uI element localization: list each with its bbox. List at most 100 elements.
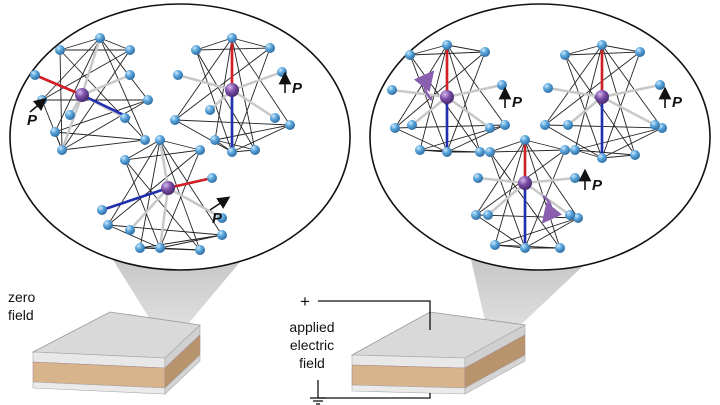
octahedron-unit xyxy=(170,33,295,157)
octahedron-unit xyxy=(471,135,583,253)
oxygen-atom xyxy=(191,45,201,55)
polarization-arrow-right-3: P xyxy=(578,168,603,194)
oxygen-atom xyxy=(597,153,607,163)
oxygen-atom xyxy=(520,243,530,253)
oxygen-atom xyxy=(540,120,550,130)
oxygen-atom xyxy=(480,47,490,57)
svg-text:P: P xyxy=(292,80,303,97)
rotation-arrow xyxy=(541,195,563,224)
oxygen-atom xyxy=(57,145,67,155)
oxygen-atom xyxy=(635,47,645,57)
oxygen-atom xyxy=(50,127,60,137)
plus-sign: + xyxy=(300,292,310,311)
polarization-arrow-right-1: P xyxy=(498,86,523,111)
oxygen-atom xyxy=(285,120,295,130)
left-zoom-bubble xyxy=(9,3,351,271)
polarization-arrow-left-3: P xyxy=(209,196,231,227)
oxygen-atom xyxy=(597,40,607,50)
oxygen-atom xyxy=(155,243,165,253)
oxygen-atom xyxy=(650,120,660,130)
center-atom xyxy=(225,83,239,97)
polarization-arrow-left-2: P xyxy=(278,71,303,97)
oxygen-atom xyxy=(97,205,107,215)
oxygen-atom xyxy=(125,70,135,80)
oxygen-atom xyxy=(250,145,260,155)
oxygen-atom xyxy=(143,95,153,105)
oxygen-atom xyxy=(471,210,481,220)
oxygen-atom xyxy=(415,145,425,155)
oxygen-atom xyxy=(135,243,145,253)
oxygen-atom xyxy=(520,135,530,145)
svg-text:P: P xyxy=(512,94,523,111)
applied-field-label: applied electric field xyxy=(272,318,352,372)
oxygen-atom xyxy=(173,70,183,80)
label-line: applied xyxy=(289,319,335,335)
label-line: electric xyxy=(289,337,335,353)
oxygen-atom xyxy=(120,113,130,123)
oxygen-atom xyxy=(207,173,217,183)
left-zoom-cone xyxy=(110,250,250,348)
oxygen-atom xyxy=(205,105,215,115)
octahedron-unit xyxy=(540,40,667,163)
oxygen-atom xyxy=(560,50,570,60)
oxygen-atom xyxy=(387,85,397,95)
oxygen-atom xyxy=(543,83,553,93)
polarization-arrow-left-1: P xyxy=(27,97,47,129)
oxygen-atom xyxy=(217,213,227,223)
svg-text:P: P xyxy=(212,210,223,227)
oxygen-atom xyxy=(570,173,580,183)
oxygen-atom xyxy=(390,123,400,133)
center-atom xyxy=(440,90,454,104)
circuit-wire xyxy=(317,300,431,399)
oxygen-atom xyxy=(570,145,580,155)
oxygen-atom xyxy=(170,115,180,125)
oxygen-atom xyxy=(490,240,500,250)
svg-text:P: P xyxy=(592,177,603,194)
center-atom xyxy=(595,90,609,104)
oxygen-atom xyxy=(483,210,493,220)
oxygen-atom xyxy=(405,50,415,60)
oxygen-atom xyxy=(563,120,573,130)
oxygen-atom xyxy=(473,173,483,183)
polarization-arrow-right-2: P xyxy=(658,86,683,111)
oxygen-atom xyxy=(155,135,165,145)
ground-symbol xyxy=(310,397,326,405)
oxygen-atom xyxy=(120,155,130,165)
oxygen-atom xyxy=(555,243,565,253)
zero-field-label: zero field xyxy=(8,288,35,324)
oxygen-atom xyxy=(195,245,205,255)
oxygen-atom xyxy=(485,147,495,157)
center-atom xyxy=(518,176,532,190)
oxygen-atom xyxy=(30,70,40,80)
oxygen-atom xyxy=(560,145,570,155)
oxygen-atom xyxy=(227,33,237,43)
oxygen-atom xyxy=(217,230,227,240)
oxygen-atom xyxy=(270,113,280,123)
oxygen-atom xyxy=(442,40,452,50)
oxygen-atom xyxy=(497,80,507,90)
oxygen-atom xyxy=(227,147,237,157)
label-line: field xyxy=(299,355,325,371)
label-line: zero xyxy=(8,289,36,305)
oxygen-atom xyxy=(37,95,47,105)
oxygen-atom xyxy=(210,135,220,145)
oxygen-atom xyxy=(140,135,150,145)
oxygen-atom xyxy=(442,147,452,157)
oxygen-atom xyxy=(565,210,575,220)
svg-text:P: P xyxy=(672,94,683,111)
left-film-slab xyxy=(31,311,201,395)
oxygen-atom xyxy=(573,213,583,223)
oxygen-atom xyxy=(500,120,510,130)
oxygen-atom xyxy=(475,147,485,157)
oxygen-atom xyxy=(655,80,665,90)
oxygen-atom xyxy=(103,220,113,230)
oxygen-atom xyxy=(630,150,640,160)
oxygen-atom xyxy=(95,33,105,43)
center-atom xyxy=(161,181,175,195)
center-atom xyxy=(75,88,89,102)
oxygen-atom xyxy=(55,45,65,55)
oxygen-atom xyxy=(125,225,135,235)
label-line: field xyxy=(8,307,34,323)
oxygen-atom xyxy=(65,110,75,120)
